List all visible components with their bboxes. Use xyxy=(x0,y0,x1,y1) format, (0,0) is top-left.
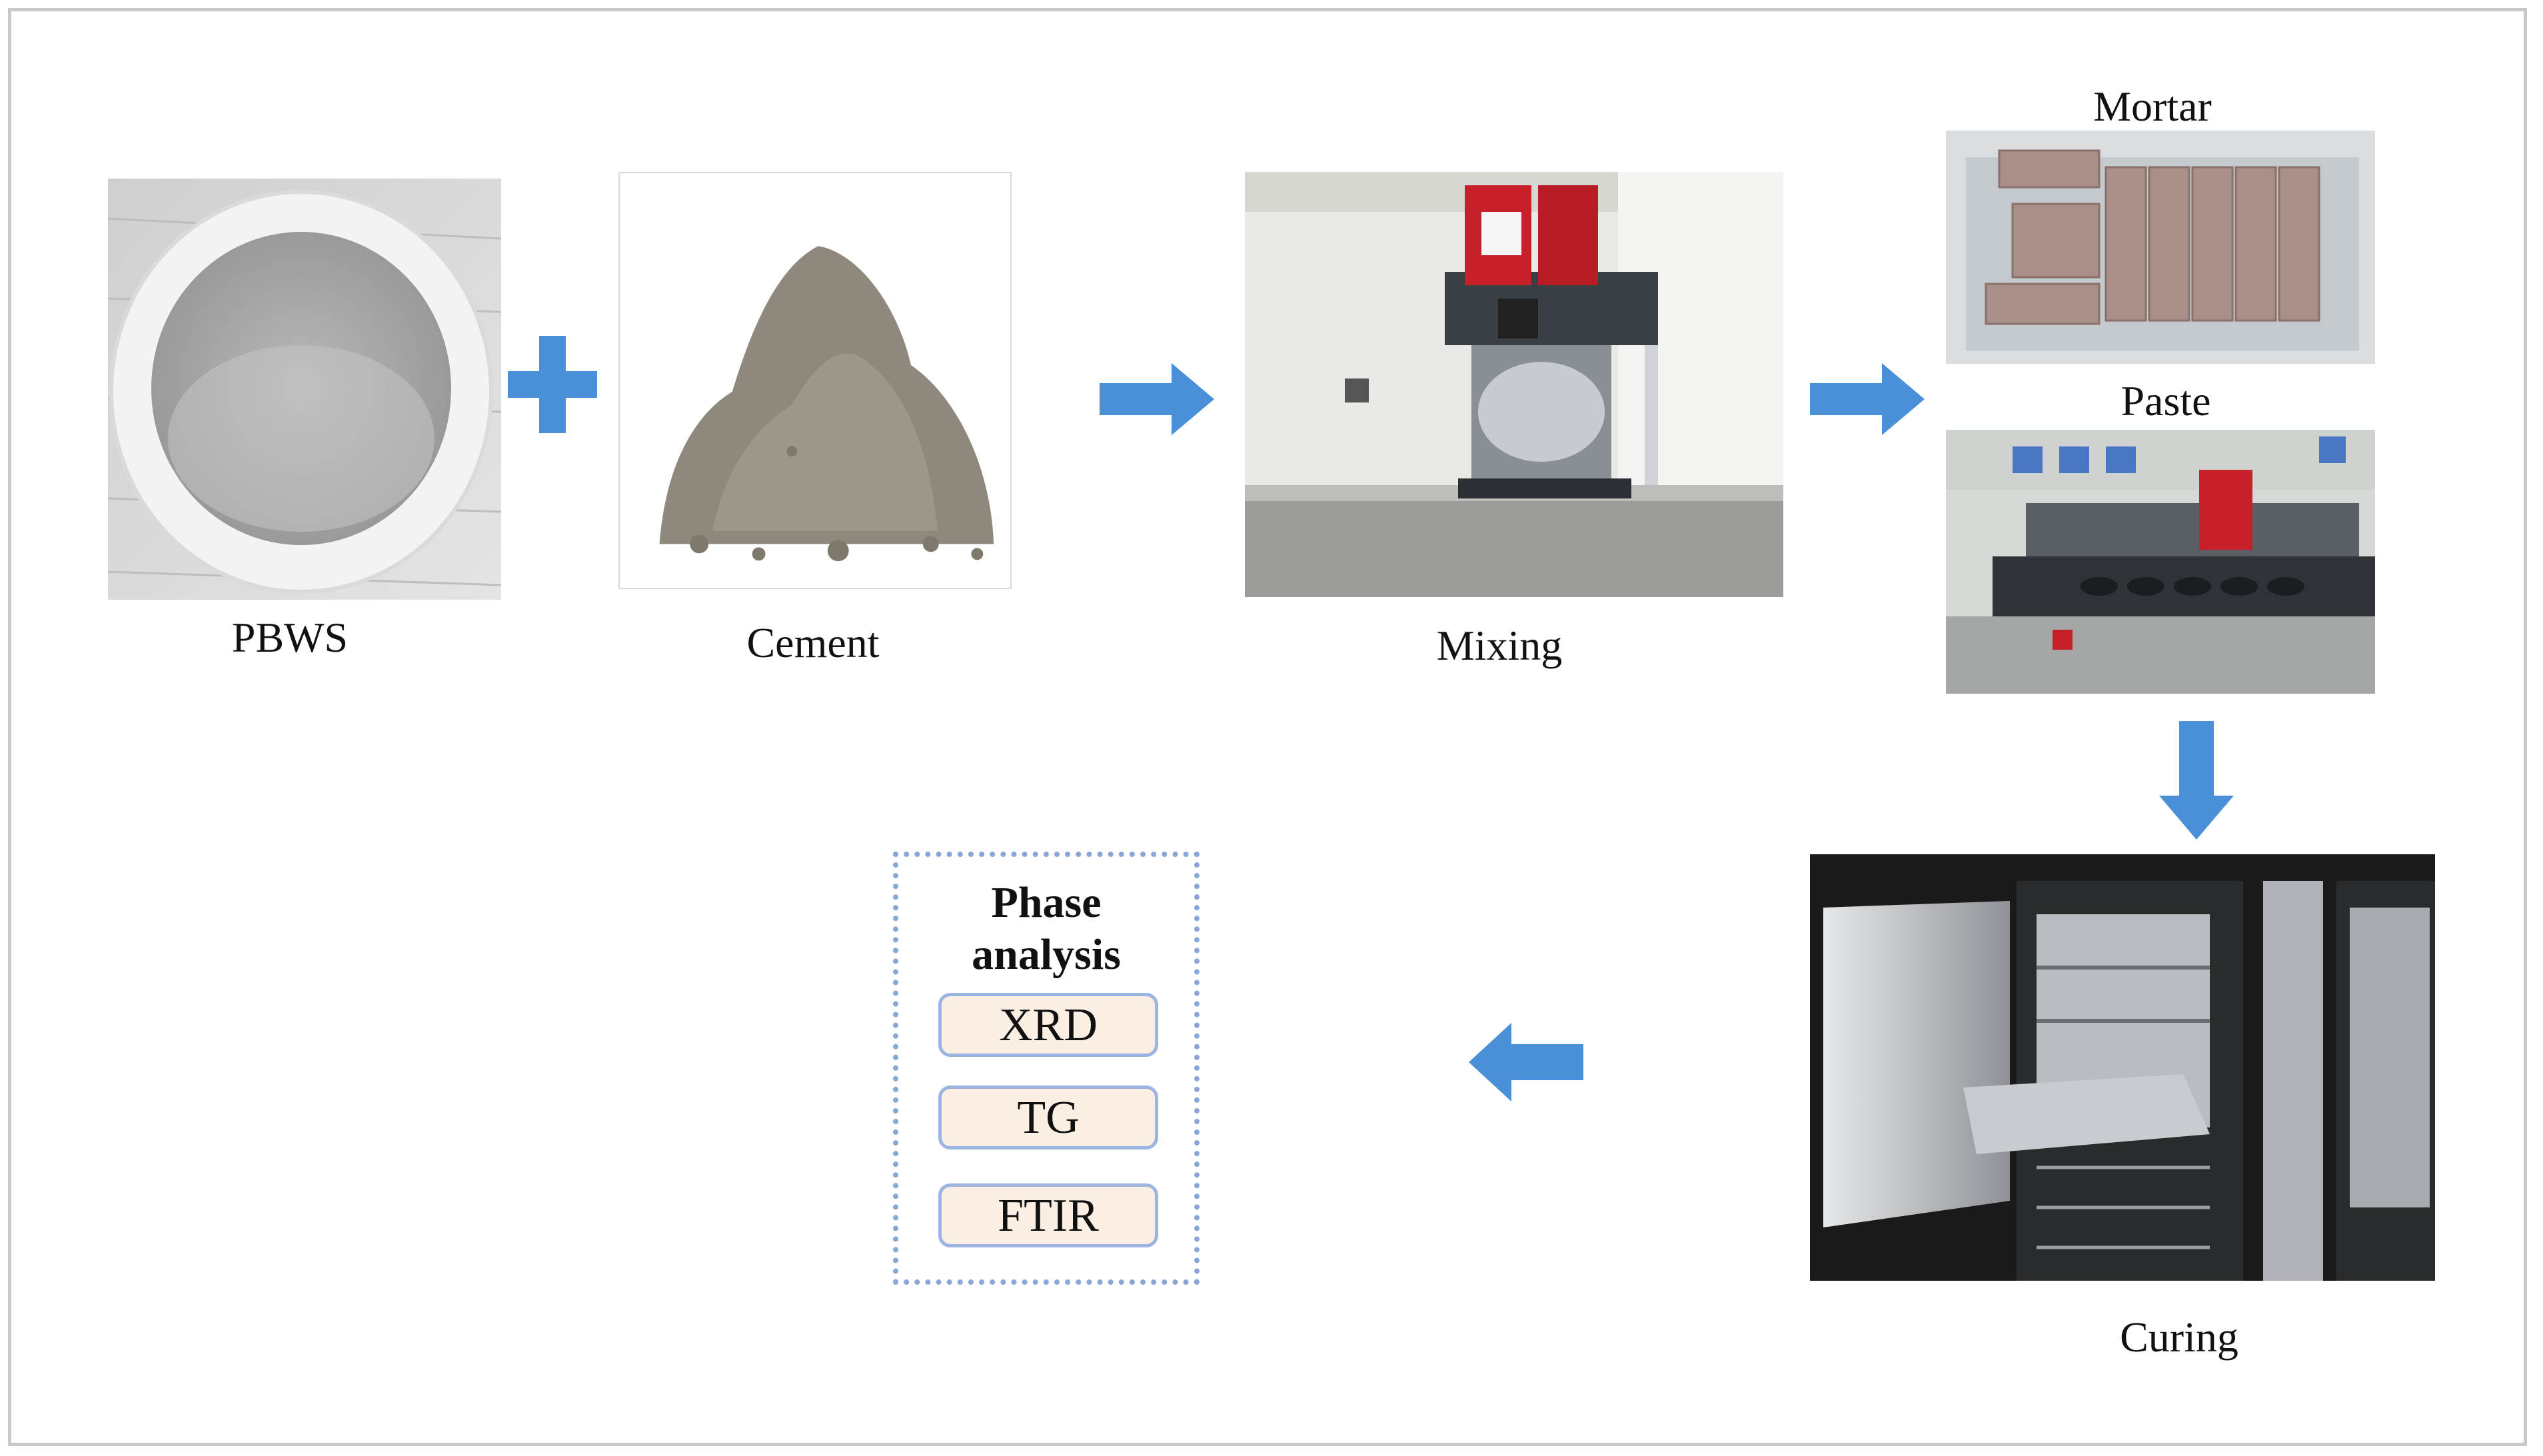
arrow-down-icon xyxy=(2159,721,2234,840)
step-label-curing: Curing xyxy=(2120,1313,2238,1361)
panel-title-line1: Phase xyxy=(991,878,1102,927)
step-label-pbws: PBWS xyxy=(231,614,349,661)
arrow-right-icon xyxy=(1100,363,1214,435)
phase-analysis-panel: Phase analysis XRD TG FTIR xyxy=(893,852,1200,1285)
step-label-paste: Paste xyxy=(2120,377,2211,424)
mixer-photo xyxy=(1245,172,1783,597)
paste-photo xyxy=(1946,430,2375,694)
method-tg: TG xyxy=(938,1086,1158,1149)
mortar-photo xyxy=(1946,131,2375,364)
arrow-left-icon xyxy=(1469,1023,1583,1101)
figure-frame xyxy=(8,8,2527,1446)
panel-title-line2: analysis xyxy=(972,930,1121,979)
panel-title: Phase analysis xyxy=(898,877,1194,981)
plus-icon xyxy=(508,336,597,433)
step-label-cement: Cement xyxy=(746,619,880,666)
curing-oven-photo xyxy=(1810,854,2435,1281)
pbws-photo xyxy=(108,179,501,600)
method-ftir: FTIR xyxy=(938,1183,1158,1247)
method-xrd: XRD xyxy=(938,993,1158,1057)
arrow-right-icon xyxy=(1810,363,1925,435)
step-label-mixing: Mixing xyxy=(1436,622,1563,669)
step-label-mortar: Mortar xyxy=(2093,83,2212,130)
cement-photo xyxy=(618,172,1012,589)
